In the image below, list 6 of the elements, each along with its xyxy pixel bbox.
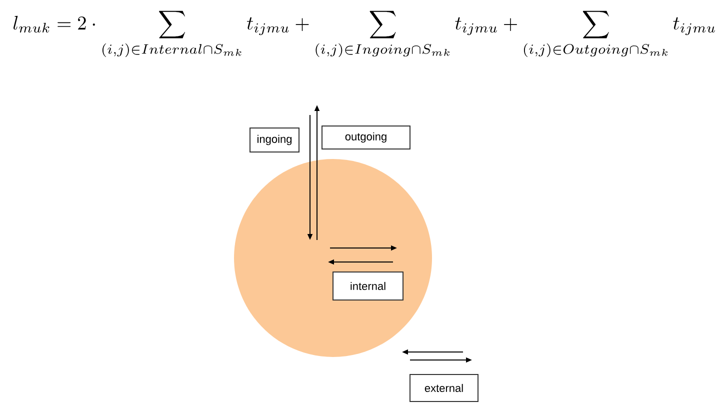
- label-box: external: [410, 374, 478, 402]
- label-box: ingoing: [250, 128, 300, 152]
- label-box: internal: [332, 272, 404, 300]
- label-box: outgoing: [322, 126, 410, 150]
- circle-region: [234, 159, 432, 357]
- formula: $l_{muk} = 2 \cdot \sum_{(i,j) \in Internal \cap S_{mk}} t_{ijmu} + \sum_{(i,j) \in Ingoing \cap S_{mk}} t_{ijmu} + \sum_{(i,j) \in Outgoing \cap S_{mk}} t_{ijmu}$: [14, 10, 715, 58]
